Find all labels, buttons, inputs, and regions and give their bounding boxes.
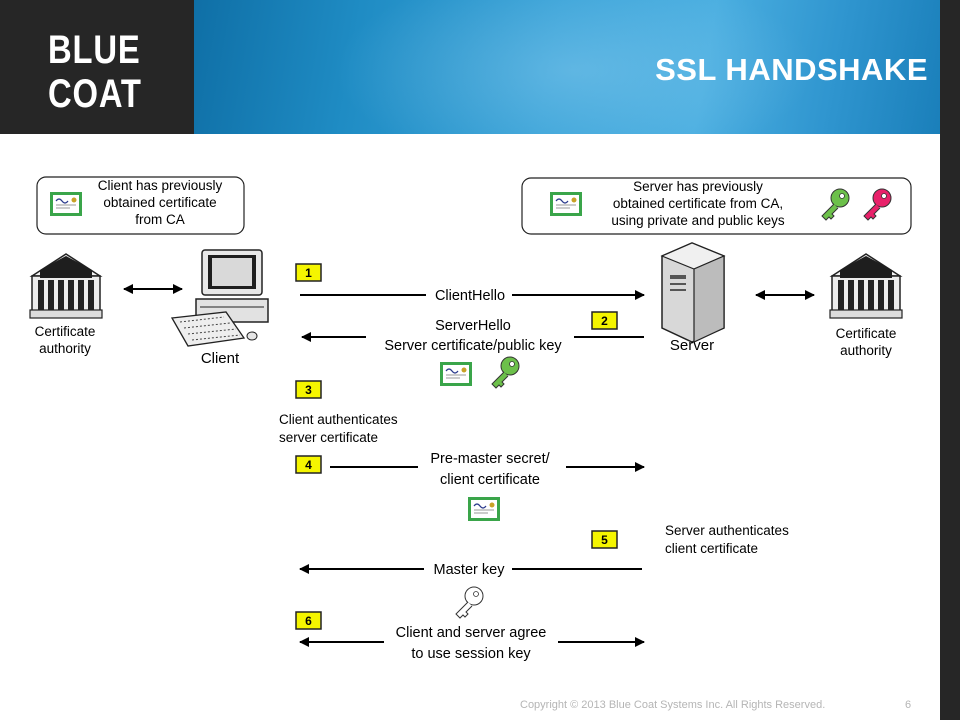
certificate-icon (49, 191, 83, 217)
slide-title: SSL HANDSHAKE (655, 52, 928, 87)
server-note-box (521, 177, 912, 235)
step-5-label-line2: client certificate (665, 541, 758, 556)
client-note-line1: Client has previously (98, 178, 223, 193)
step-6-label-line2: to use session key (411, 646, 531, 662)
step-1-label: ClientHello (435, 288, 505, 304)
step-2-label-line1: ServerHello (435, 318, 511, 334)
ca-right-label-line1: Certificate (836, 326, 897, 341)
certificate-authority-left-icon (29, 253, 103, 319)
server-note-line1: Server has previously (633, 179, 763, 194)
logo-text-line1: BLUE (48, 28, 141, 72)
step-6-number: 6 (305, 614, 312, 628)
step-4-badge (295, 455, 322, 474)
step-3-label-line2: server certificate (279, 430, 378, 445)
server-note-line3: using private and public keys (611, 213, 785, 228)
step-6-label-line1: Client and server agree (396, 625, 547, 641)
server-icon (660, 242, 726, 343)
certificate-icon (467, 496, 501, 522)
client-note-line3: from CA (135, 212, 185, 227)
step-2-badge (591, 311, 618, 330)
certificate-authority-right-icon (829, 253, 903, 319)
step-2-number: 2 (601, 314, 608, 328)
client-computer-icon (170, 249, 269, 347)
step-3-number: 3 (305, 383, 312, 397)
ca-left-label-line1: Certificate (35, 324, 96, 339)
step-4-number: 4 (305, 458, 312, 472)
step-5-badge (591, 530, 618, 549)
step-4-label-line1: Pre-master secret/ (430, 451, 550, 467)
logo-text-line2: COAT (48, 72, 142, 116)
certificate-icon (549, 191, 583, 217)
session-key-outline-icon (455, 586, 484, 619)
client-note-line2: obtained certificate (103, 195, 216, 210)
step-5-number: 5 (601, 533, 608, 547)
step-6-badge (295, 611, 322, 630)
step-3-label-line1: Client authenticates (279, 412, 398, 427)
footer-copyright: Copyright © 2013 Blue Coat Systems Inc. … (520, 699, 826, 711)
page-number: 6 (905, 699, 912, 711)
logo-panel: BLUE COAT (0, 0, 194, 134)
client-label: Client (201, 350, 240, 367)
certificate-icon (439, 361, 473, 387)
master-key-label: Master key (434, 562, 506, 578)
client-note-box (36, 176, 245, 235)
ca-right-label-line2: authority (840, 343, 892, 358)
ca-left-label-line2: authority (39, 341, 91, 356)
public-key-icon (491, 356, 520, 389)
server-note-line2: obtained certificate from CA, (613, 196, 783, 211)
ssl-handshake-diagram: Client has previously obtained certifica… (29, 176, 912, 662)
step-5-label-line1: Server authenticates (665, 523, 789, 538)
step-1-number: 1 (305, 266, 312, 280)
step-3-badge (295, 380, 322, 399)
step-1-badge (295, 263, 322, 282)
server-label: Server (670, 337, 714, 354)
step-2-label-line2: Server certificate/public key (384, 338, 562, 354)
right-side-strip (940, 0, 960, 720)
step-4-label-line2: client certificate (440, 472, 540, 488)
header-banner (194, 0, 940, 134)
